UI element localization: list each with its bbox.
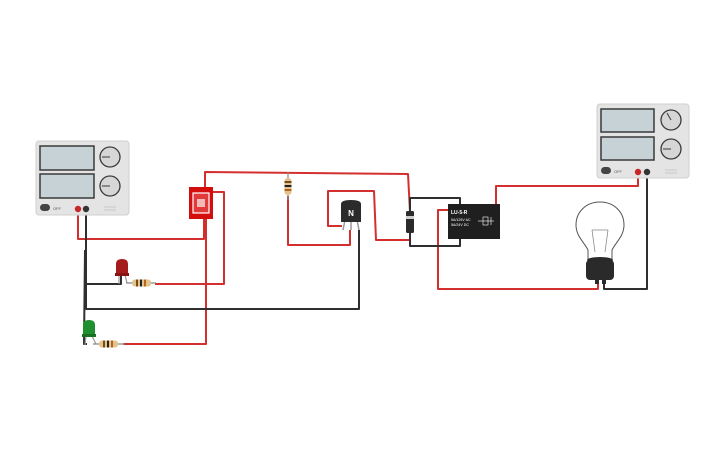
resistor-top[interactable] (284, 172, 292, 200)
diode-cathode-band (406, 216, 414, 219)
psu-right-voltage-display (600, 108, 655, 133)
resistor-green-led[interactable] (93, 340, 125, 348)
wire-diode-relay-top[interactable] (409, 197, 461, 212)
power-supply-left[interactable]: OFF (35, 140, 130, 216)
wire-resistor-transistor[interactable] (287, 196, 351, 246)
bulb-glass (575, 201, 625, 261)
wire-switch-green-led[interactable] (123, 218, 207, 345)
psu-right-negative-terminal[interactable] (643, 168, 651, 176)
wire-relay-bulb[interactable] (437, 209, 599, 290)
bulb-filament (591, 229, 609, 253)
psu-left-off-label: OFF (53, 206, 62, 211)
wire-ground-green-led[interactable] (83, 249, 87, 345)
red-led[interactable] (115, 259, 129, 284)
psu-left-negative-terminal[interactable] (82, 205, 90, 213)
psu-left-positive-terminal[interactable] (74, 205, 82, 213)
power-supply-right[interactable]: OFF (596, 103, 690, 179)
bulb-base (586, 260, 614, 280)
wire-psu-right-negative[interactable] (603, 172, 648, 290)
wire-diode-relay-bottom[interactable] (409, 232, 461, 247)
psu-right-positive-terminal[interactable] (634, 168, 642, 176)
psu-right-current-display (600, 136, 655, 161)
relay-schematic-icon (478, 216, 494, 226)
green-led[interactable] (82, 320, 97, 346)
relay-model: LU-5-R (451, 210, 468, 216)
psu-left-off-button[interactable] (40, 204, 50, 211)
wire-switch-top-rail[interactable] (204, 171, 411, 213)
wire-psu-left-positive[interactable] (77, 209, 205, 240)
psu-right-off-button[interactable] (601, 167, 611, 174)
relay-rating-dc: 5A/24V DC (451, 223, 469, 227)
slide-switch[interactable] (189, 187, 213, 219)
wire-transistor-diode[interactable] (327, 190, 411, 241)
psu-right-off-label: OFF (614, 169, 623, 174)
wires (77, 171, 648, 345)
diode[interactable] (406, 211, 414, 233)
npn-transistor[interactable]: N (341, 200, 361, 231)
psu-left-current-display (39, 173, 95, 199)
light-bulb[interactable] (575, 201, 625, 284)
resistor-red-led[interactable] (126, 279, 156, 287)
wire-relay-psu-right[interactable] (495, 172, 639, 205)
wire-ground-transistor[interactable] (85, 230, 360, 310)
psu-left-voltage-display (39, 145, 95, 171)
wire-switch-red-led[interactable] (155, 191, 225, 285)
transistor-type-label: N (348, 209, 354, 218)
wire-psu-left-negative[interactable] (85, 209, 122, 285)
relay[interactable]: LU-5-R 5A/125V AC 5A/24V DC (448, 204, 500, 239)
relay-rating-ac: 5A/125V AC (451, 218, 471, 222)
slide-switch-knob[interactable] (197, 199, 205, 207)
